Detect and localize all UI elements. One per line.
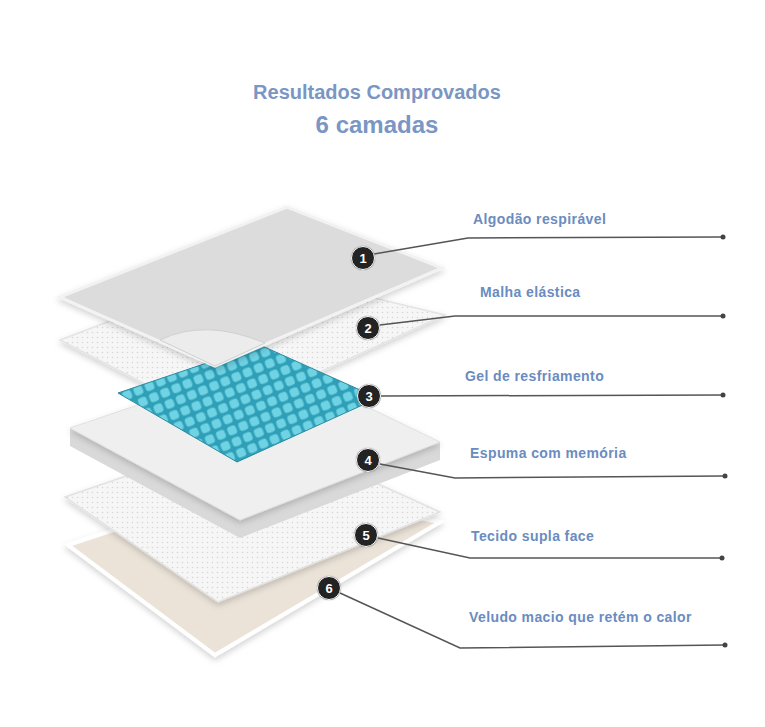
leader-dot: [721, 235, 726, 240]
callout-number: 4: [356, 448, 380, 472]
callout-text: 6: [325, 582, 332, 595]
callout-number: 1: [351, 246, 375, 270]
gel-layer: [118, 345, 378, 462]
callout-number: 6: [317, 576, 341, 600]
leader-dot: [723, 643, 728, 648]
callout-text: 5: [362, 529, 369, 542]
leader-dot: [720, 556, 725, 561]
leader-dot: [723, 474, 728, 479]
leader-line: [340, 593, 724, 648]
leader-lines: [340, 237, 724, 648]
callout-number: 5: [354, 523, 378, 547]
layer-label: Malha elástica: [480, 284, 581, 300]
callout-number: 3: [357, 384, 381, 408]
layer-label: Gel de resfriamento: [465, 368, 604, 384]
leader-line: [381, 395, 722, 396]
callout-text: 3: [365, 390, 372, 403]
title: Resultados Comprovados: [253, 81, 501, 104]
callout-text: 1: [359, 252, 366, 265]
callout-text: 2: [364, 322, 371, 335]
subtitle: 6 camadas: [316, 111, 439, 139]
leader-line: [374, 237, 722, 254]
callout-text: 4: [364, 454, 371, 467]
callout-number: 2: [356, 316, 380, 340]
leader-dot: [721, 393, 726, 398]
leader-line: [380, 464, 724, 478]
leader-line: [380, 316, 722, 325]
leader-dots: [720, 235, 728, 648]
layer-label: Veludo macio que retém o calor: [469, 609, 692, 625]
leader-dot: [721, 314, 726, 319]
layer-label: Algodão respirável: [473, 211, 606, 227]
layer-label: Espuma com memória: [470, 445, 627, 461]
cotton-layer: [60, 207, 442, 366]
folded-corner: [160, 330, 265, 366]
layer-label: Tecido supla face: [471, 528, 594, 544]
